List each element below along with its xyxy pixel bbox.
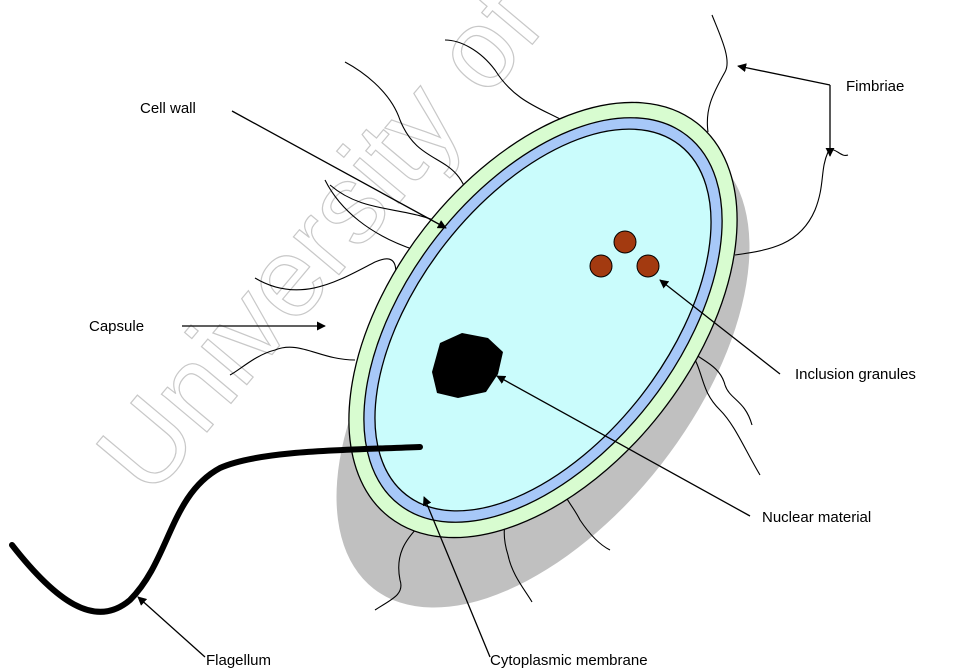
- flagellum-label: Flagellum: [206, 652, 271, 669]
- inclusion-granule: [590, 255, 612, 277]
- flagellum-pointer: [138, 597, 205, 657]
- capsule-label: Capsule: [89, 318, 144, 335]
- nuclear-material-label: Nuclear material: [762, 509, 871, 526]
- inclusion-granules-label: Inclusion granules: [795, 366, 916, 383]
- inclusion-granule: [637, 255, 659, 277]
- cell-wall-label: Cell wall: [140, 100, 196, 117]
- cytoplasmic-membrane-label: Cytoplasmic membrane: [490, 652, 648, 669]
- fimbriae-label: Fimbriae: [846, 78, 904, 95]
- inclusion-granule: [614, 231, 636, 253]
- fimbriae-pointer: [738, 66, 830, 85]
